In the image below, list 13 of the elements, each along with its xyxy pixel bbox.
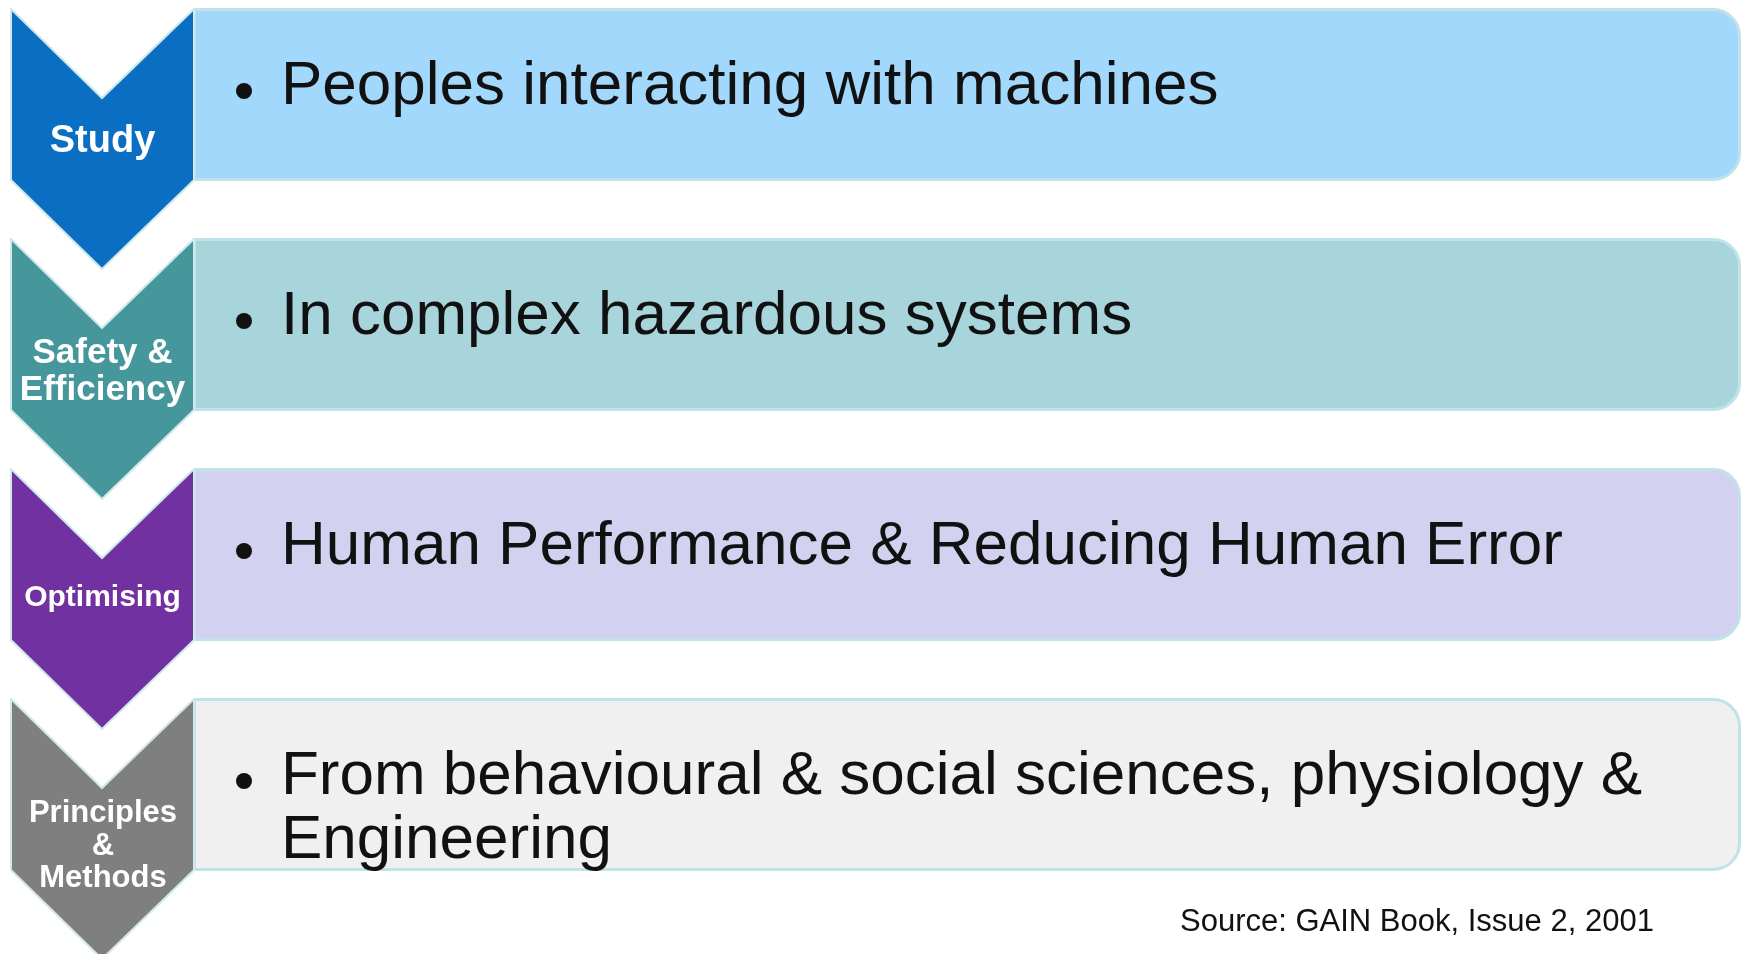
content-text: Human Performance & Reducing Human Error xyxy=(281,511,1564,575)
content-box xyxy=(193,698,1741,871)
content-box xyxy=(193,8,1741,181)
content-text: In complex hazardous systems xyxy=(281,281,1134,345)
content-box xyxy=(193,468,1741,641)
step-label: Study xyxy=(48,120,157,160)
content-text: From behavioural & social sciences, physiology & Engineering xyxy=(281,741,1644,869)
source-note: Source: GAIN Book, Issue 2, 2001 xyxy=(1180,903,1654,939)
step-label: Optimising xyxy=(23,580,182,612)
content-box xyxy=(193,238,1741,411)
content-text: Peoples interacting with machines xyxy=(281,51,1220,115)
step-label: Safety & Efficiency xyxy=(18,333,187,407)
step-label: Principles & Methods xyxy=(27,796,179,894)
